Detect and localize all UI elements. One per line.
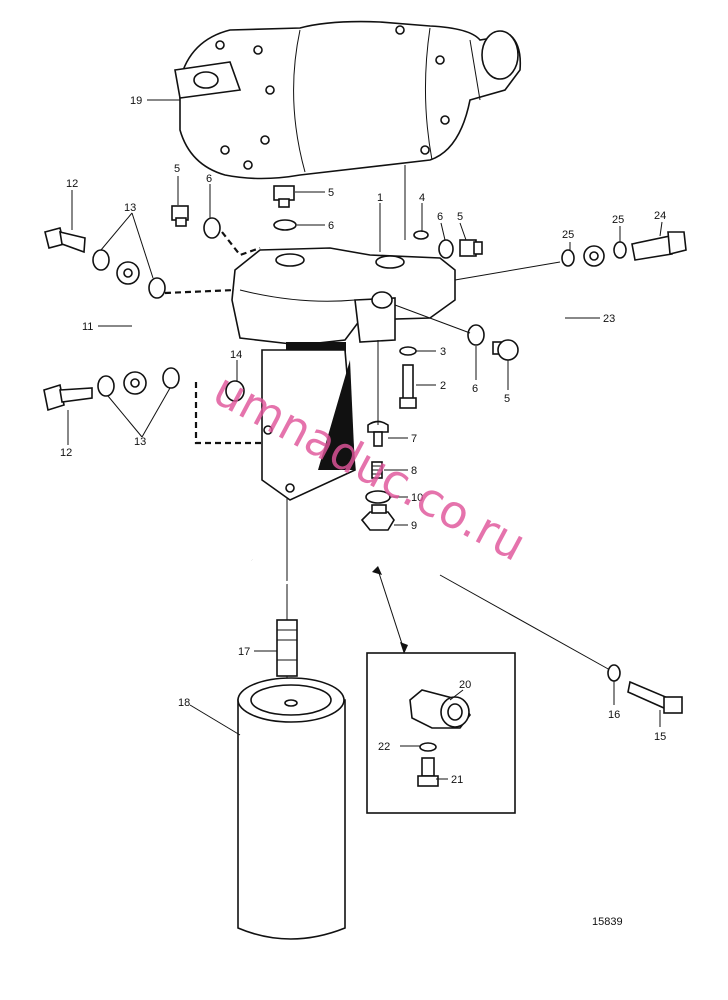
bolt-12-top (44, 227, 86, 254)
washer-3 (399, 346, 417, 356)
label-9: 9 (411, 520, 417, 532)
washer-16 (607, 664, 621, 682)
bolt-24 (631, 231, 687, 261)
clamp-20 (409, 689, 471, 729)
label-6-left: 6 (206, 173, 212, 185)
plug-5-lower (492, 339, 519, 361)
stud-17 (276, 619, 298, 677)
washer-13a (92, 249, 110, 271)
figure-number: 15839 (592, 916, 623, 928)
label-12-bottom: 12 (60, 447, 72, 459)
washer-6-right (438, 239, 454, 259)
label-13-top: 13 (124, 202, 136, 214)
watermark: umnaduc.co.ru (205, 362, 535, 572)
washer-25-left (561, 249, 575, 267)
washer-25-right (613, 241, 627, 259)
label-23: 23 (603, 313, 615, 325)
fuel-pipe-23 (250, 245, 605, 590)
screw-5-center (273, 185, 295, 208)
washer-13b (148, 277, 166, 299)
nut-9 (360, 504, 395, 531)
label-10: 10 (411, 492, 423, 504)
filter-element-18 (237, 677, 346, 940)
screw-7 (367, 420, 389, 447)
label-17: 17 (238, 646, 250, 658)
label-6-center: 6 (328, 220, 334, 232)
label-7: 7 (411, 433, 417, 445)
label-18: 18 (178, 697, 190, 709)
detail-inset (366, 652, 516, 814)
label-13-bottom: 13 (134, 436, 146, 448)
label-1: 1 (377, 192, 383, 204)
washer-4 (413, 230, 429, 240)
label-21: 21 (451, 774, 463, 786)
seal-14 (225, 380, 245, 402)
screw-5-left (171, 205, 189, 227)
part-labels: 19 1 4 5 6 5 6 6 5 12 13 11 14 12 13 3 2… (60, 95, 666, 786)
label-5-center: 5 (328, 187, 334, 199)
label-5-left: 5 (174, 163, 180, 175)
spring-8 (371, 461, 383, 479)
leader-lines (67, 99, 663, 780)
label-25-right: 25 (612, 214, 624, 226)
label-4: 4 (419, 192, 425, 204)
label-5-lower: 5 (504, 393, 510, 405)
bracket-plate (261, 349, 356, 501)
washer-6-center (273, 219, 297, 231)
screw-5-right (459, 239, 483, 257)
label-12-top: 12 (66, 178, 78, 190)
fuel-pipe-11 (116, 261, 147, 395)
bolt-15 (627, 680, 683, 714)
washer-22 (419, 742, 437, 752)
bolt-12-bottom (43, 383, 93, 412)
housing-19 (174, 20, 522, 180)
label-20: 20 (459, 679, 471, 691)
label-22: 22 (378, 741, 390, 753)
label-8: 8 (411, 465, 417, 477)
filter-head-1 (231, 247, 456, 352)
label-2: 2 (440, 380, 446, 392)
label-14: 14 (230, 349, 242, 361)
label-15: 15 (654, 731, 666, 743)
label-11: 11 (82, 321, 93, 333)
label-5-right: 5 (457, 211, 463, 223)
label-3: 3 (440, 346, 446, 358)
label-19: 19 (130, 95, 142, 107)
washer-6-left (203, 217, 221, 239)
label-6-right: 6 (437, 211, 443, 223)
label-25-left: 25 (562, 229, 574, 241)
washer-13c (97, 375, 115, 397)
washer-13d (162, 367, 180, 389)
label-6-lower: 6 (472, 383, 478, 395)
screw-21 (417, 757, 439, 787)
bolt-2 (399, 364, 417, 409)
label-24: 24 (654, 210, 666, 222)
label-16: 16 (608, 709, 620, 721)
washer-6-lower (467, 324, 485, 346)
